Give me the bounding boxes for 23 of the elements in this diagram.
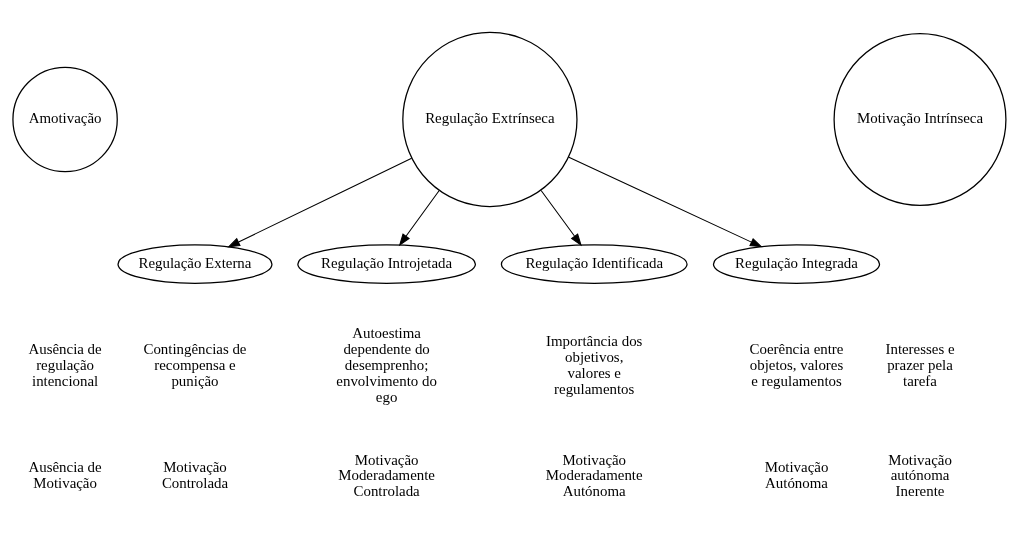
label: Motivação Moderadamente Autónoma — [545, 451, 643, 500]
node-ellipse: Regulação Integrada — [712, 244, 881, 284]
label: Importância dos objetivos, valores e regulamentos — [546, 332, 643, 397]
label: Motivação Moderadamente Controlada — [338, 451, 435, 500]
node-ellipse: Regulação Introjetada — [297, 244, 477, 284]
node-ellipse: Regulação Identificada — [500, 244, 688, 284]
node-ellipse: Regulação Externa — [117, 244, 273, 284]
label: Motivação autónoma Inerente — [888, 451, 952, 500]
label: Contingências de recompensa e punição — [143, 340, 247, 389]
label: Ausência de Motivação — [28, 459, 102, 492]
label: Motivação Controlada — [161, 459, 229, 492]
label: Autoestima dependente do desemprenho; envolvimento do ego — [336, 324, 437, 405]
arrow — [568, 156, 763, 248]
node-circle: Motivação Intrínseca — [833, 32, 1007, 206]
arrow — [398, 190, 440, 247]
label: Motivação Autónoma — [764, 459, 829, 492]
arrow — [227, 157, 413, 248]
node-circle: Amotivação — [12, 66, 118, 173]
label: Coerência entre objetos, valores e regulamentos — [749, 340, 844, 389]
label: Interesses e prazer pela tarefa — [885, 340, 955, 389]
arrow — [540, 190, 582, 247]
node-circle: Regulação Extrínseca — [402, 31, 578, 208]
label: Ausência de regulação intencional — [28, 340, 102, 389]
